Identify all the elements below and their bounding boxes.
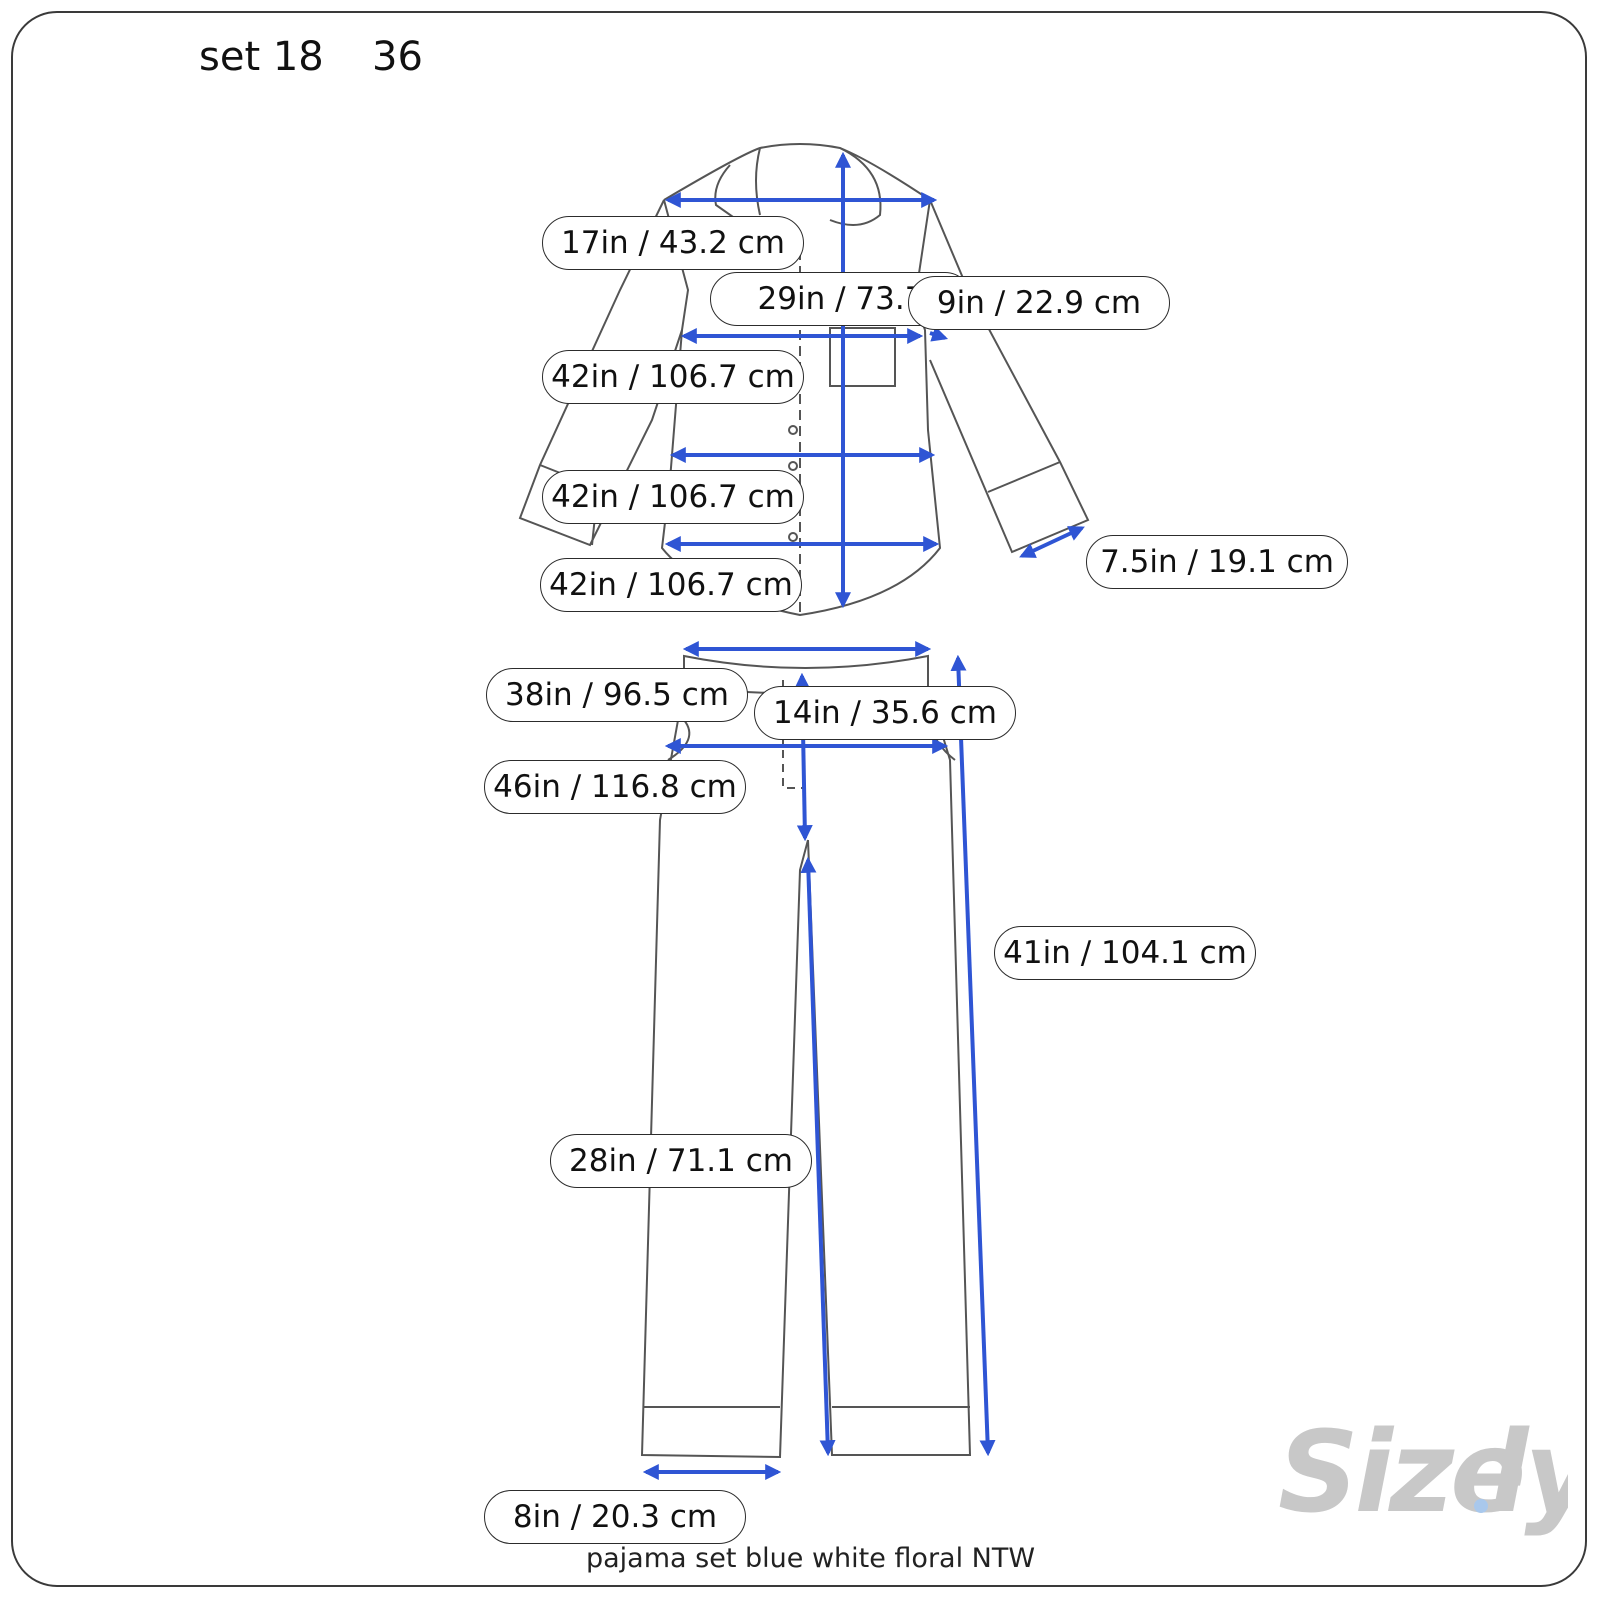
label-hip: 46in / 116.8 cm [484,760,746,814]
label-waist-top: 42in / 106.7 cm [542,470,804,524]
arrow-sleeve [929,326,949,342]
label-rise: 14in / 35.6 cm [754,686,1016,740]
set-label: set 18 [199,34,324,80]
svg-text:Size: Size [1278,1408,1522,1538]
label-outseam: 41in / 104.1 cm [994,926,1256,980]
label-cuff: 7.5in / 19.1 cm [1086,535,1348,589]
arrow-inseam [800,856,836,1457]
product-caption: pajama set blue white floral NTW [586,1543,1036,1574]
arrow-outseam [950,654,996,1457]
label-inseam: 28in / 71.1 cm [550,1134,812,1188]
label-leg-opening: 8in / 20.3 cm [484,1490,746,1544]
label-hem: 42in / 106.7 cm [540,558,802,612]
label-shoulder: 17in / 43.2 cm [542,216,804,270]
label-sleeve: 9in / 22.9 cm [908,276,1170,330]
label-pants-waist: 38in / 96.5 cm [486,668,748,722]
sizely-logo: Size ly [1278,1408,1568,1538]
svg-text:ly: ly [1490,1408,1568,1538]
label-chest: 42in / 106.7 cm [542,350,804,404]
size-label: 36 [372,34,423,80]
arrow-cuff [1019,526,1085,558]
